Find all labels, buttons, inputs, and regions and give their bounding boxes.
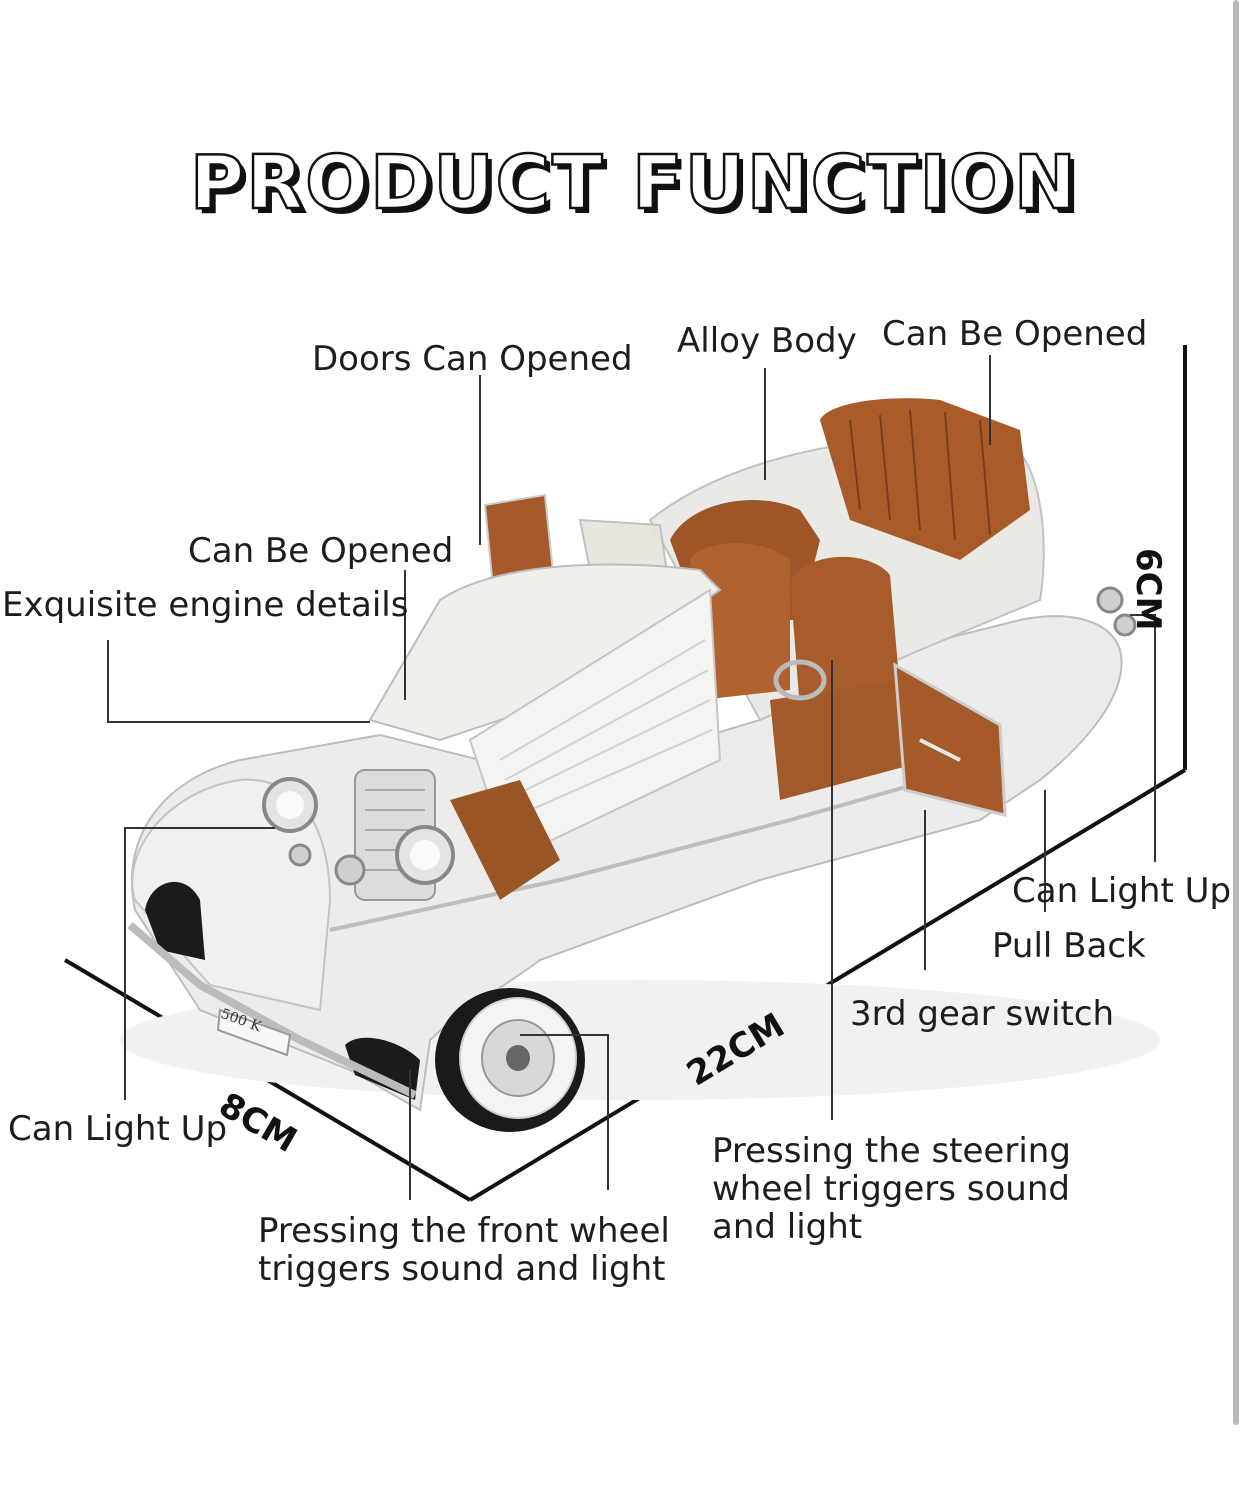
dimension-height: 6CM	[1128, 548, 1168, 631]
page-title: PRODUCT FUNCTION	[189, 139, 1078, 228]
rear-lights	[1096, 586, 1137, 637]
front-wheel	[435, 988, 585, 1132]
label-front-wheel-line2: triggers sound and light	[258, 1249, 666, 1289]
label-can-be-opened-top: Can Be Opened	[882, 314, 1148, 354]
label-steering-line1: Pressing the steering	[712, 1131, 1071, 1171]
right-door-open	[893, 662, 1007, 817]
label-alloy-body: Alloy Body	[677, 321, 857, 361]
label-gear-switch: 3rd gear switch	[850, 994, 1115, 1034]
model-plate	[216, 1008, 292, 1057]
label-engine-details: Exquisite engine details	[2, 585, 409, 625]
label-pull-back: Pull Back	[992, 926, 1146, 966]
scrollbar[interactable]	[1233, 0, 1239, 1425]
label-can-be-opened-hood: Can Be Opened	[188, 531, 454, 571]
callout-lines	[107, 355, 1156, 1200]
interior-seats	[670, 398, 1030, 800]
steering-wheel	[773, 659, 827, 701]
label-doors-can-opened: Doors Can Opened	[312, 339, 633, 379]
label-steering-line2: wheel triggers sound	[712, 1169, 1070, 1209]
label-can-light-up-front: Can Light Up	[8, 1109, 228, 1149]
headlights	[262, 777, 455, 886]
label-steering-line3: and light	[712, 1207, 863, 1247]
open-hood	[368, 563, 722, 862]
label-front-wheel-line1: Pressing the front wheel	[258, 1211, 670, 1251]
label-can-light-up-rear: Can Light Up	[1012, 871, 1232, 911]
